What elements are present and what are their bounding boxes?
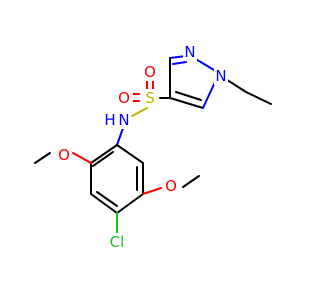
oxygen-atom-methoxy-right: O: [165, 177, 177, 195]
benzene-bond-c6-c1: [116, 144, 144, 164]
pyrazole-bond-c5-n1: [202, 81, 216, 109]
pyrazole-bond-c4-c5: [169, 97, 204, 109]
nitrogen-atom-n2: N: [184, 43, 195, 61]
nitrogen-atom-amide: N: [118, 111, 129, 129]
nitrogen-atom-n1: N: [215, 67, 226, 85]
oxygen-atom-methoxy-left: O: [58, 146, 70, 164]
benzene-bond-c3-c4: [90, 193, 118, 214]
bond-nh-c1: [116, 127, 124, 146]
benzene-bond-c4-c5: [116, 193, 144, 214]
benzene-bond-c1-c2-double: [92, 151, 114, 167]
bond-c2-o-methoxy-left: [72, 152, 92, 164]
oxygen-atom-sulfonyl-upper: O: [144, 63, 156, 81]
bonds: [34, 55, 272, 234]
ethyl-bond-ch3-ch2: [245, 91, 272, 105]
oxygen-atom-sulfonyl-left: O: [118, 89, 130, 107]
bond-c5-o-methoxy-right: [142, 187, 162, 195]
sulfur-atom: S: [145, 89, 155, 107]
chlorine-atom: Cl: [110, 233, 125, 251]
pyrazole-bond-n2-c3-double: [172, 61, 187, 65]
benzene-bond-c1-c2: [90, 144, 118, 164]
molecule-structure-diagram: N N O O S H N O O Cl: [34, 43, 272, 251]
pyrazole-bond-c4-c5-double: [175, 91, 202, 101]
bond-s-nh: [131, 107, 148, 117]
atom-labels: N N O O S H N O O Cl: [56, 43, 228, 251]
bond-o-ch3-methoxy-left: [34, 152, 51, 164]
bond-o-ch3-methoxy-right: [182, 175, 200, 188]
pyrazole-bond-n1-n2: [193, 57, 215, 71]
hydrogen-atom-amide: H: [104, 111, 115, 129]
benzene-bond-c3-c4-double: [96, 191, 118, 207]
